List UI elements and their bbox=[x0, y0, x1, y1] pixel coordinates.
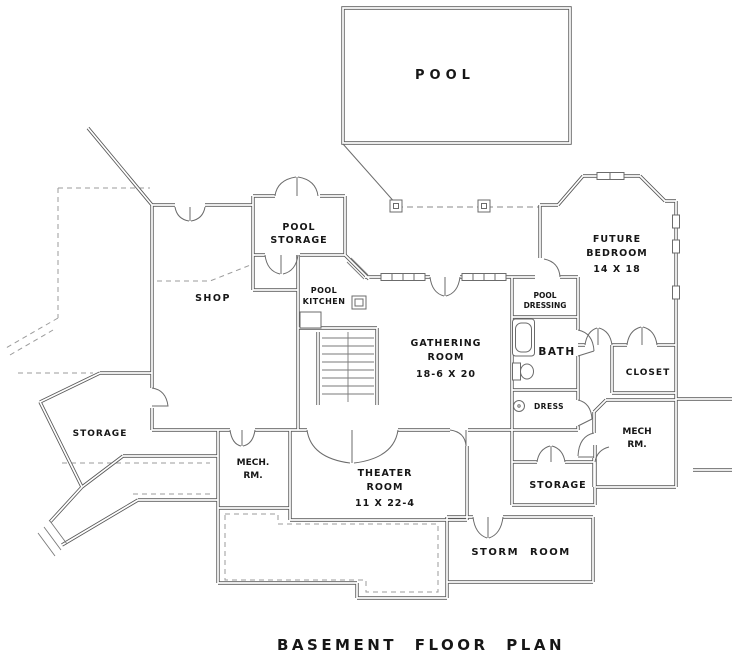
label-pool-kitchen-2: KITCHEN bbox=[303, 297, 346, 306]
window-mullions-1 bbox=[391, 273, 415, 281]
stair-treads bbox=[322, 332, 374, 402]
dress-sink-drain bbox=[517, 404, 521, 408]
fireplace-hatch bbox=[346, 257, 369, 280]
bottom-patio-dashed-loop bbox=[224, 513, 439, 593]
window-mullions-2 bbox=[472, 273, 496, 281]
label-pool: POOL bbox=[415, 68, 475, 83]
wall-outlines-inner bbox=[39, 7, 732, 599]
door-gathering-southwest bbox=[306, 429, 399, 464]
bathtub-inner bbox=[515, 322, 532, 353]
toilet-bowl bbox=[520, 363, 534, 380]
kitchen-appliance bbox=[299, 311, 322, 329]
label-theater-2: ROOM bbox=[367, 482, 404, 493]
label-pool-storage-1: POOL bbox=[282, 222, 315, 233]
window-bedroom-right-2 bbox=[672, 239, 680, 254]
label-mech-left-1: MECH. bbox=[237, 458, 270, 468]
room-labels: POOL POOL STORAGE SHOP POOL KITCHEN GATH… bbox=[73, 68, 670, 558]
label-storage-left: STORAGE bbox=[73, 429, 128, 439]
label-pool-storage-2: STORAGE bbox=[270, 235, 327, 246]
label-gathering-2: ROOM bbox=[428, 352, 465, 363]
label-closet: CLOSET bbox=[626, 368, 670, 378]
windows bbox=[380, 172, 680, 300]
label-future-bedroom-2: BEDROOM bbox=[586, 248, 648, 259]
walls bbox=[38, 6, 732, 600]
label-mech-right-2: RM. bbox=[627, 440, 646, 450]
plan-caption: BASEMENT FLOOR PLAN bbox=[277, 636, 565, 654]
label-gathering-1: GATHERING bbox=[411, 338, 482, 349]
label-storage-bottom: STORAGE bbox=[529, 480, 586, 491]
dress-sink bbox=[513, 400, 525, 412]
patio-post-left-inner bbox=[393, 203, 399, 209]
shop-ceiling-dashed bbox=[157, 263, 254, 282]
door-shop-west bbox=[151, 387, 169, 407]
window-bedroom-right-1 bbox=[672, 214, 680, 229]
door-pool-storage-bottom bbox=[264, 254, 299, 275]
label-pool-dressing-2: DRESSING bbox=[524, 301, 567, 310]
wall-outlines-outer bbox=[38, 6, 732, 600]
label-pool-dressing-1: POOL bbox=[533, 291, 556, 300]
deck-dashed-lines bbox=[5, 187, 540, 593]
label-theater-3: 11 X 22-4 bbox=[355, 498, 415, 509]
door-closet bbox=[626, 326, 658, 346]
label-gathering-3: 18-6 X 20 bbox=[416, 369, 476, 380]
patio-post-left bbox=[389, 199, 403, 213]
kitchen-sink bbox=[351, 295, 367, 310]
patio-post-right bbox=[477, 199, 491, 213]
door-bath bbox=[577, 329, 595, 357]
door-storage-bottom bbox=[536, 445, 566, 463]
toilet-tank bbox=[512, 362, 521, 381]
exterior-steps bbox=[37, 520, 68, 557]
door-storm-room bbox=[472, 516, 504, 539]
door-pool-storage-top bbox=[274, 176, 319, 197]
door-storage-bottom-diagonal bbox=[594, 446, 610, 463]
label-theater-1: THEATER bbox=[358, 468, 413, 479]
deck-outline-upper-left bbox=[5, 187, 150, 374]
door-mech-right bbox=[577, 432, 595, 458]
label-mech-right-1: MECH bbox=[622, 427, 651, 437]
label-mech-left-2: RM. bbox=[243, 471, 262, 481]
patio-diagonal-line bbox=[342, 143, 398, 206]
label-future-bedroom-3: 14 X 18 bbox=[593, 264, 640, 275]
label-bath: BATH bbox=[538, 346, 575, 358]
window-bedroom-right-3 bbox=[672, 285, 680, 300]
door-shop-top bbox=[174, 206, 206, 222]
label-storm-room: STORM ROOM bbox=[471, 547, 570, 558]
patio-post-right-inner bbox=[481, 203, 487, 209]
door-mech-left bbox=[229, 429, 256, 447]
door-theater-northeast bbox=[449, 429, 467, 447]
door-dress bbox=[577, 399, 593, 427]
door-gathering-north bbox=[429, 276, 461, 297]
fixtures bbox=[299, 295, 535, 412]
label-shop: SHOP bbox=[195, 293, 231, 304]
deck-line-walkway bbox=[62, 462, 210, 495]
kitchen-sink-inner bbox=[354, 298, 364, 307]
label-dress: DRESS bbox=[534, 402, 564, 411]
label-pool-kitchen-1: POOL bbox=[311, 286, 338, 295]
label-future-bedroom-1: FUTURE bbox=[593, 234, 641, 245]
door-bedroom-hall bbox=[584, 327, 613, 346]
doors-and-details bbox=[37, 143, 658, 557]
door-pool-dressing bbox=[543, 258, 561, 278]
